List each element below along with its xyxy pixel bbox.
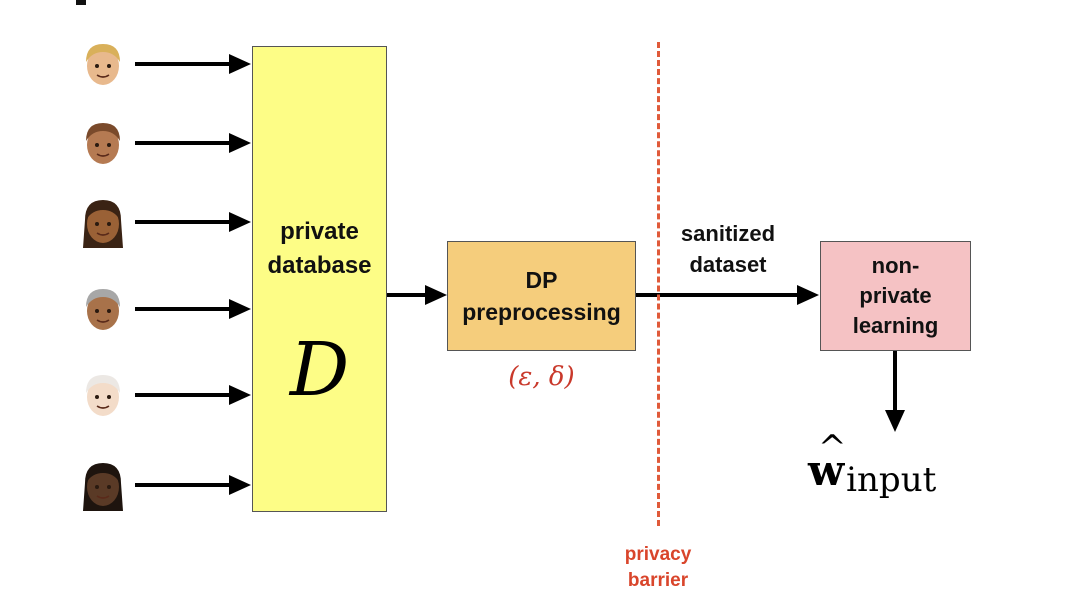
dp-preprocessing-box: DP preprocessing (447, 241, 636, 351)
non-private-learning-box: non- private learning (820, 241, 971, 351)
private-database-label: private database (253, 215, 386, 283)
output-subscript: input (846, 460, 937, 500)
arrow-person-to-database-head (229, 133, 251, 153)
sanitized-line2: dataset (689, 252, 767, 277)
person-elderly-man-icon (80, 369, 126, 421)
learner-line3: learning (852, 313, 939, 338)
sanitized-line1: sanitized (680, 221, 776, 246)
learner-line1: non- (871, 253, 920, 278)
output-symbol: w^ (808, 428, 847, 495)
arrow-person-to-database-head (229, 54, 251, 74)
database-label-line2: database (267, 252, 372, 279)
dp-label-line1: DP (525, 267, 558, 293)
arrow-person-to-database-head (229, 212, 251, 232)
output-symbol-letter: w (808, 446, 845, 495)
arrow-dp-to-learner-line (636, 293, 798, 297)
arrow-person-to-database-line (135, 141, 230, 145)
arrow-learner-to-output-head (885, 410, 905, 432)
arrow-person-to-database-line (135, 220, 230, 224)
arrow-person-to-database-head (229, 299, 251, 319)
privacy-barrier-line (657, 42, 660, 526)
private-database-box: private database D (252, 46, 387, 512)
person-long-hair-woman-icon (80, 196, 126, 248)
privacy-barrier-label: privacy barrier (598, 542, 718, 594)
barrier-line2: barrier (627, 570, 689, 591)
sanitized-dataset-label: sanitized dataset (660, 218, 796, 280)
person-blond-icon (80, 38, 126, 90)
arrow-dp-to-learner-head (797, 285, 819, 305)
person-brown-hair-icon (80, 117, 126, 169)
database-label-line1: private (280, 218, 359, 245)
arrow-person-to-database-line (135, 307, 230, 311)
person-grey-hair-woman-icon (80, 283, 126, 335)
dp-label-line2: preprocessing (462, 299, 621, 325)
arrow-person-to-database-head (229, 475, 251, 495)
barrier-line1: privacy (624, 544, 692, 565)
arrow-person-to-database-head (229, 385, 251, 405)
arrow-db-to-dp-head (425, 285, 447, 305)
person-dark-woman-icon (80, 459, 126, 511)
learner-line2: private (859, 283, 932, 308)
arrow-db-to-dp-line (387, 293, 427, 297)
privacy-parameters: (ε, δ) (508, 362, 575, 392)
arrow-learner-to-output-line (893, 351, 897, 411)
arrow-person-to-database-line (135, 483, 230, 487)
corner-mark (76, 0, 86, 5)
arrow-person-to-database-line (135, 393, 230, 397)
database-symbol: D (289, 327, 350, 413)
output-weights: w^input (808, 428, 937, 500)
arrow-person-to-database-line (135, 62, 230, 66)
output-hat: ^ (818, 428, 847, 468)
